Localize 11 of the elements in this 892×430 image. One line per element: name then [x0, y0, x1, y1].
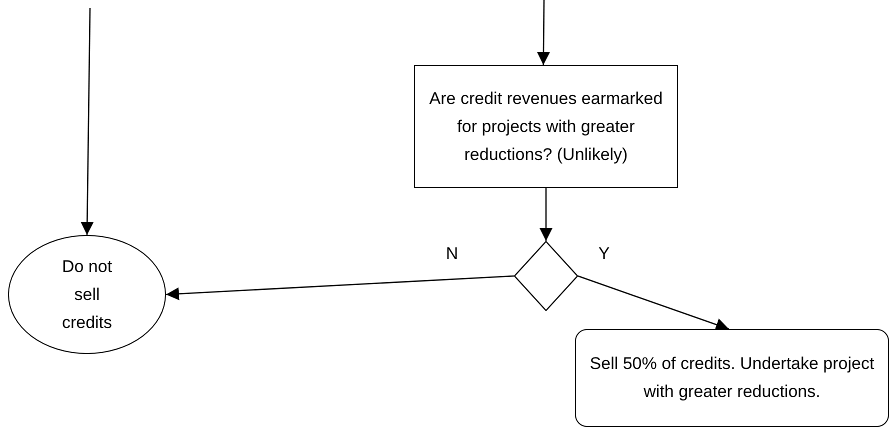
arrow: [80, 8, 94, 235]
decision-diamond: [514, 241, 578, 311]
outcome-box: [575, 329, 889, 427]
arrow: [540, 188, 552, 241]
arrow: [166, 275, 514, 300]
node-text: Do not sell credits: [60, 256, 114, 334]
node-text: Sell 50% of credits. Undertake project with greater reductions.: [588, 353, 876, 403]
arrow: [537, 0, 550, 65]
node-text: Are credit revenues earmarked for projects with greater reductions? (Unlikely): [428, 88, 664, 166]
arrow: [578, 275, 730, 331]
decision-box: [414, 65, 678, 188]
